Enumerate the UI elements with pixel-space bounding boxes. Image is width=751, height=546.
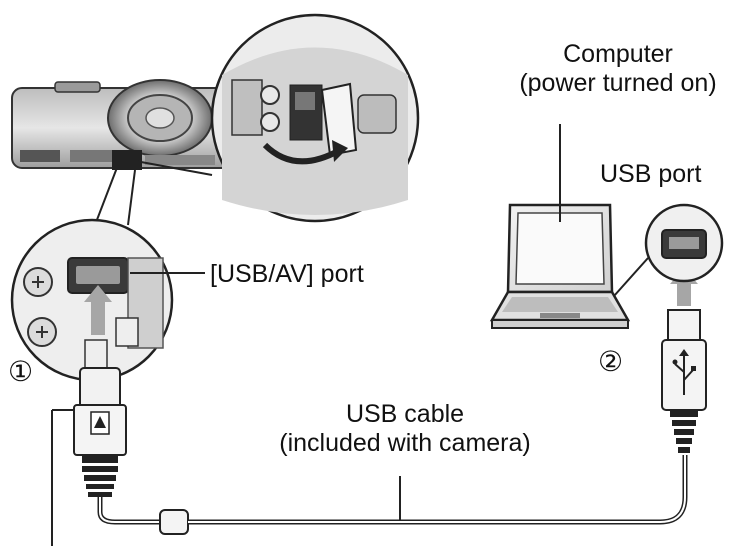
computer-label: Computer (power turned on) bbox=[488, 40, 748, 98]
usb-cable-label-line1: USB cable bbox=[345, 400, 465, 428]
computer-label-line1: Computer bbox=[563, 40, 673, 68]
camera-lens bbox=[107, 79, 213, 157]
camera-side-detail bbox=[210, 13, 420, 223]
usbav-port-label: [USB/AV] port bbox=[210, 260, 364, 288]
usb-cable-plug-computer bbox=[661, 309, 707, 453]
usb-symbol-icon bbox=[672, 349, 696, 395]
camera-illustration bbox=[11, 79, 238, 170]
usb-port-label: USB port bbox=[600, 160, 702, 188]
usb-cable-illustration bbox=[97, 455, 688, 535]
step-2-marker: ② bbox=[598, 346, 624, 377]
laptop-illustration bbox=[489, 203, 631, 329]
step-1-marker: ① bbox=[8, 356, 34, 387]
cable-strain-relief bbox=[82, 455, 118, 497]
usb-cable-plug-camera bbox=[73, 367, 127, 497]
usb-cable-label-line2: (included with camera) bbox=[279, 428, 531, 457]
usb-cable-label: USB cable (included with camera) bbox=[240, 400, 570, 458]
insert-arrow-icon bbox=[84, 285, 112, 335]
usb-port-detail bbox=[644, 203, 724, 283]
computer-label-line2: (power turned on) bbox=[519, 68, 717, 97]
usbav-port-detail bbox=[10, 218, 174, 382]
